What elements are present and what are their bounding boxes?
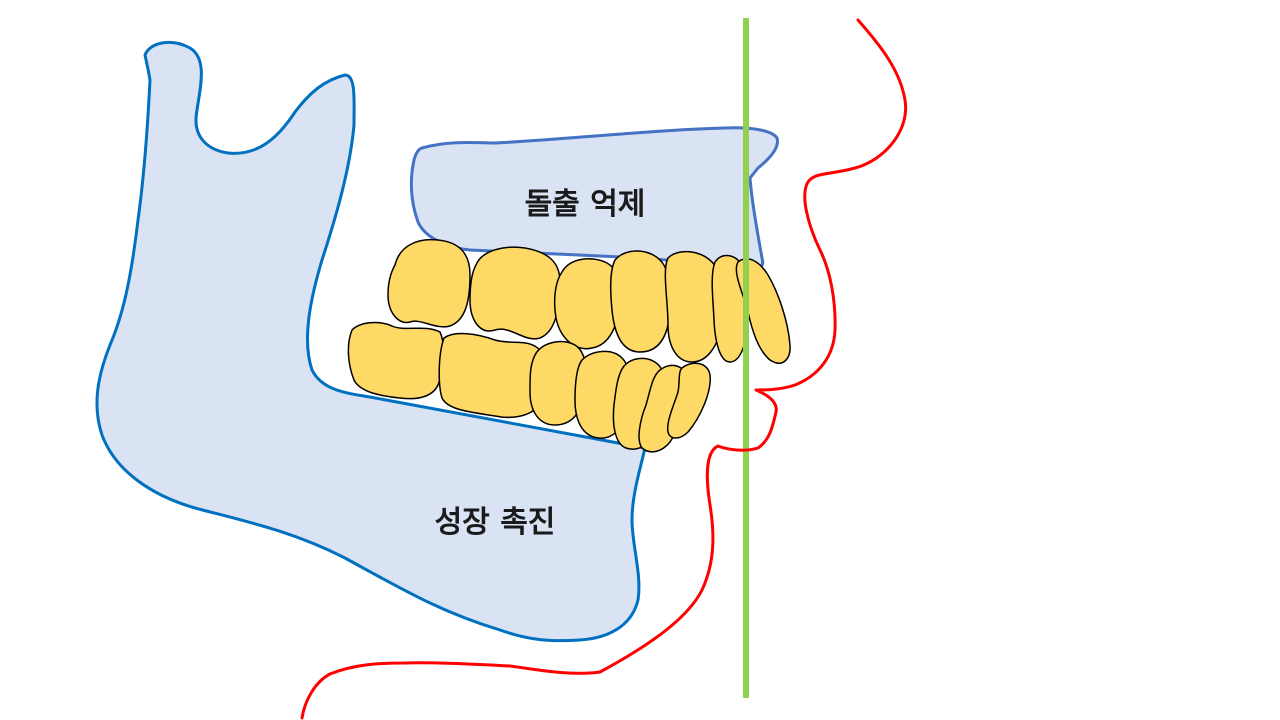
mandible	[95, 40, 647, 643]
upper-teeth	[387, 238, 791, 364]
upper-molar-1	[553, 258, 622, 350]
lower-molar-2	[347, 321, 445, 400]
lower-molar-1	[438, 332, 545, 419]
maxilla-label: 돌출 억제	[525, 187, 646, 222]
upper-molar-2	[469, 246, 561, 340]
lower-teeth	[347, 321, 711, 453]
upper-premolar-2	[610, 250, 672, 353]
mandible-label: 성장 촉진	[435, 505, 556, 540]
upper-molar-3	[387, 238, 471, 328]
soft-tissue-profile-line	[300, 18, 908, 720]
upper-premolar-1	[664, 250, 725, 363]
lower-incisor-2	[666, 362, 711, 439]
lower-premolar-2	[529, 340, 587, 426]
